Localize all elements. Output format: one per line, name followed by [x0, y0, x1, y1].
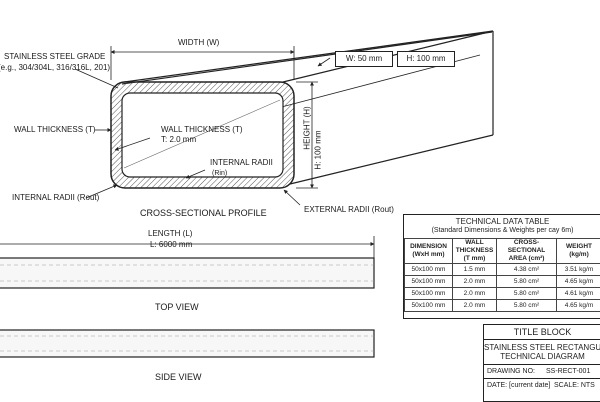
table-row: 50x100 mm 2.0 mm 5.80 cm² 4.65 kg/m: [405, 276, 600, 288]
side-view: [0, 330, 374, 357]
height-label: HEIGHT (H): [303, 106, 313, 149]
title-block-line1: STAINLESS STEEL RECTANGULAR: [484, 343, 600, 352]
height-dim: H: 100 mm: [314, 130, 324, 169]
table-cell: 50x100 mm: [405, 288, 453, 300]
external-radii: EXTERNAL RADII (Rout): [304, 205, 394, 215]
table-cell: 4.61 kg/m: [557, 288, 600, 300]
header-weight: WEIGHT (kg/m): [557, 239, 600, 264]
table-title: TECHNICAL DATA TABLE: [404, 217, 600, 226]
table-cell: 50x100 mm: [405, 264, 453, 276]
header-wall-thickness: WALL THICKNESS (T mm): [453, 239, 497, 264]
length-label: LENGTH (L): [148, 229, 192, 239]
width-label: WIDTH (W): [178, 38, 219, 48]
table-cell: 2.0 mm: [453, 288, 497, 300]
title-block-description: STAINLESS STEEL RECTANGULAR TECHNICAL DI…: [484, 340, 600, 365]
title-block: TITLE BLOCK STAINLESS STEEL RECTANGULAR …: [483, 324, 600, 402]
side-view-caption: SIDE VIEW: [155, 372, 202, 382]
width-value-box: W: 50 mm: [335, 51, 393, 67]
table-cell: 50x100 mm: [405, 300, 453, 312]
drawing-number-row: DRAWING NO: SS-RECT-001: [484, 365, 600, 379]
cross-section-caption: CROSS-SECTIONAL PROFILE: [140, 208, 267, 218]
scale-label: SCALE: NTS: [554, 379, 595, 392]
top-view-caption: TOP VIEW: [155, 302, 199, 312]
header-dimension: DIMENSION (WxH mm): [405, 239, 453, 264]
table-cell: 50x100 mm: [405, 276, 453, 288]
table-row: 50x100 mm 2.0 mm 5.80 cm² 4.65 kg/m: [405, 300, 600, 312]
cross-section: [111, 82, 294, 188]
table-cell: 2.0 mm: [453, 276, 497, 288]
grade-examples: (e.g., 304/304L, 316/316L, 201): [0, 63, 110, 73]
length-value: L: 6000 mm: [150, 240, 192, 250]
internal-radii-inner: INTERNAL RADII: [210, 158, 273, 168]
drawing-number-value: SS-RECT-001: [546, 365, 590, 378]
table-cell: 2.0 mm: [453, 300, 497, 312]
table-cell: 4.65 kg/m: [557, 300, 600, 312]
table-cell: 3.51 kg/m: [557, 264, 600, 276]
height-value-box: H: 100 mm: [397, 51, 455, 67]
wall-thickness-value: T: 2.0 mm: [161, 135, 196, 145]
grade-label: STAINLESS STEEL GRADE: [4, 52, 105, 62]
table-row: 50x100 mm 1.5 mm 4.38 cm² 3.51 kg/m: [405, 264, 600, 276]
table-header-row: DIMENSION (WxH mm) WALL THICKNESS (T mm)…: [405, 239, 600, 264]
data-table-grid: DIMENSION (WxH mm) WALL THICKNESS (T mm)…: [404, 238, 600, 312]
table-cell: 1.5 mm: [453, 264, 497, 276]
technical-data-table: TECHNICAL DATA TABLE (Standard Dimension…: [403, 214, 600, 319]
side-view-body: [0, 330, 374, 357]
header-area: CROSS-SECTIONAL AREA (cm²): [497, 239, 557, 264]
internal-radii-left: INTERNAL RADII (Rout): [12, 193, 99, 203]
table-subtitle: (Standard Dimensions & Weights per cay 6…: [404, 226, 600, 235]
wall-thickness-left: WALL THICKNESS (T): [14, 125, 96, 135]
table-cell: 5.80 cm²: [497, 288, 557, 300]
date-label: DATE: [current date]: [487, 379, 550, 392]
table-cell: 5.80 cm²: [497, 300, 557, 312]
table-cell: 5.80 cm²: [497, 276, 557, 288]
wall-thickness-inner: WALL THICKNESS (T): [161, 125, 243, 135]
internal-radii-symbol: (Rin): [212, 169, 227, 179]
drawing-number-label: DRAWING NO:: [487, 365, 535, 378]
table-cell: 4.65 kg/m: [557, 276, 600, 288]
title-block-line2: TECHNICAL DIAGRAM: [484, 352, 600, 361]
date-scale-row: DATE: [current date] SCALE: NTS: [484, 379, 600, 392]
title-block-heading: TITLE BLOCK: [484, 325, 600, 340]
table-row: 50x100 mm 2.0 mm 5.80 cm² 4.61 kg/m: [405, 288, 600, 300]
table-cell: 4.38 cm²: [497, 264, 557, 276]
top-view-body: [0, 258, 374, 288]
